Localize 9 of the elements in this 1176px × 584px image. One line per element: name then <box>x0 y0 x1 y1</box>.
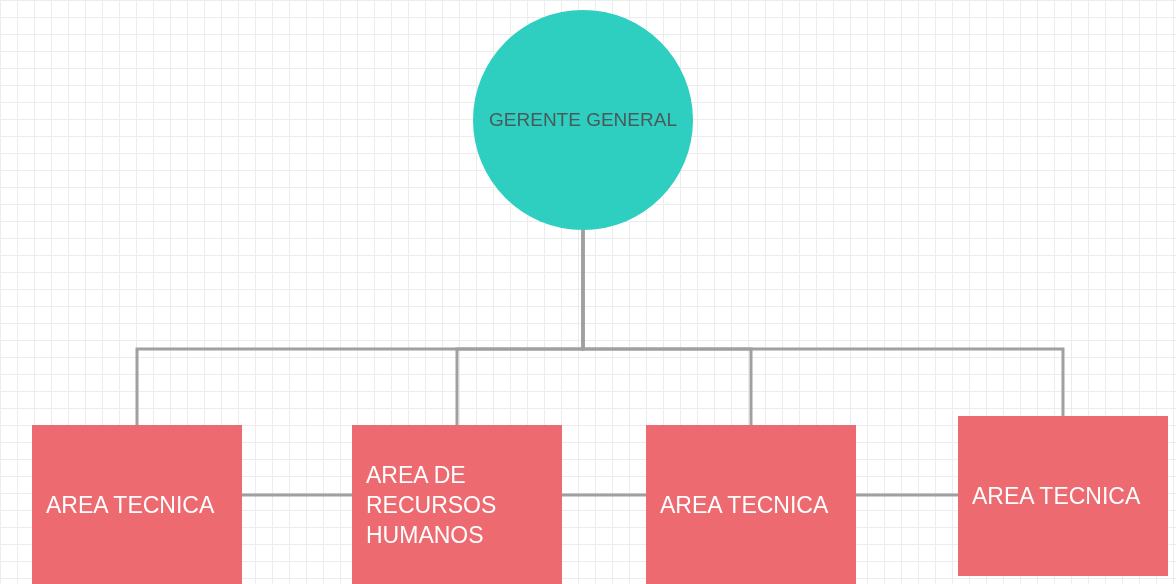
department-box: AREA TECNICA <box>646 425 856 584</box>
department-box: AREA DE RECURSOS HUMANOS <box>352 425 562 584</box>
connector-line <box>242 493 352 497</box>
connector-line <box>562 493 646 497</box>
department-box: AREA TECNICA <box>958 416 1168 576</box>
connector-line <box>856 493 958 497</box>
department-box: AREA TECNICA <box>32 425 242 584</box>
circle-node: GERENTE GENERAL <box>473 10 693 230</box>
connector-line <box>581 230 1065 416</box>
